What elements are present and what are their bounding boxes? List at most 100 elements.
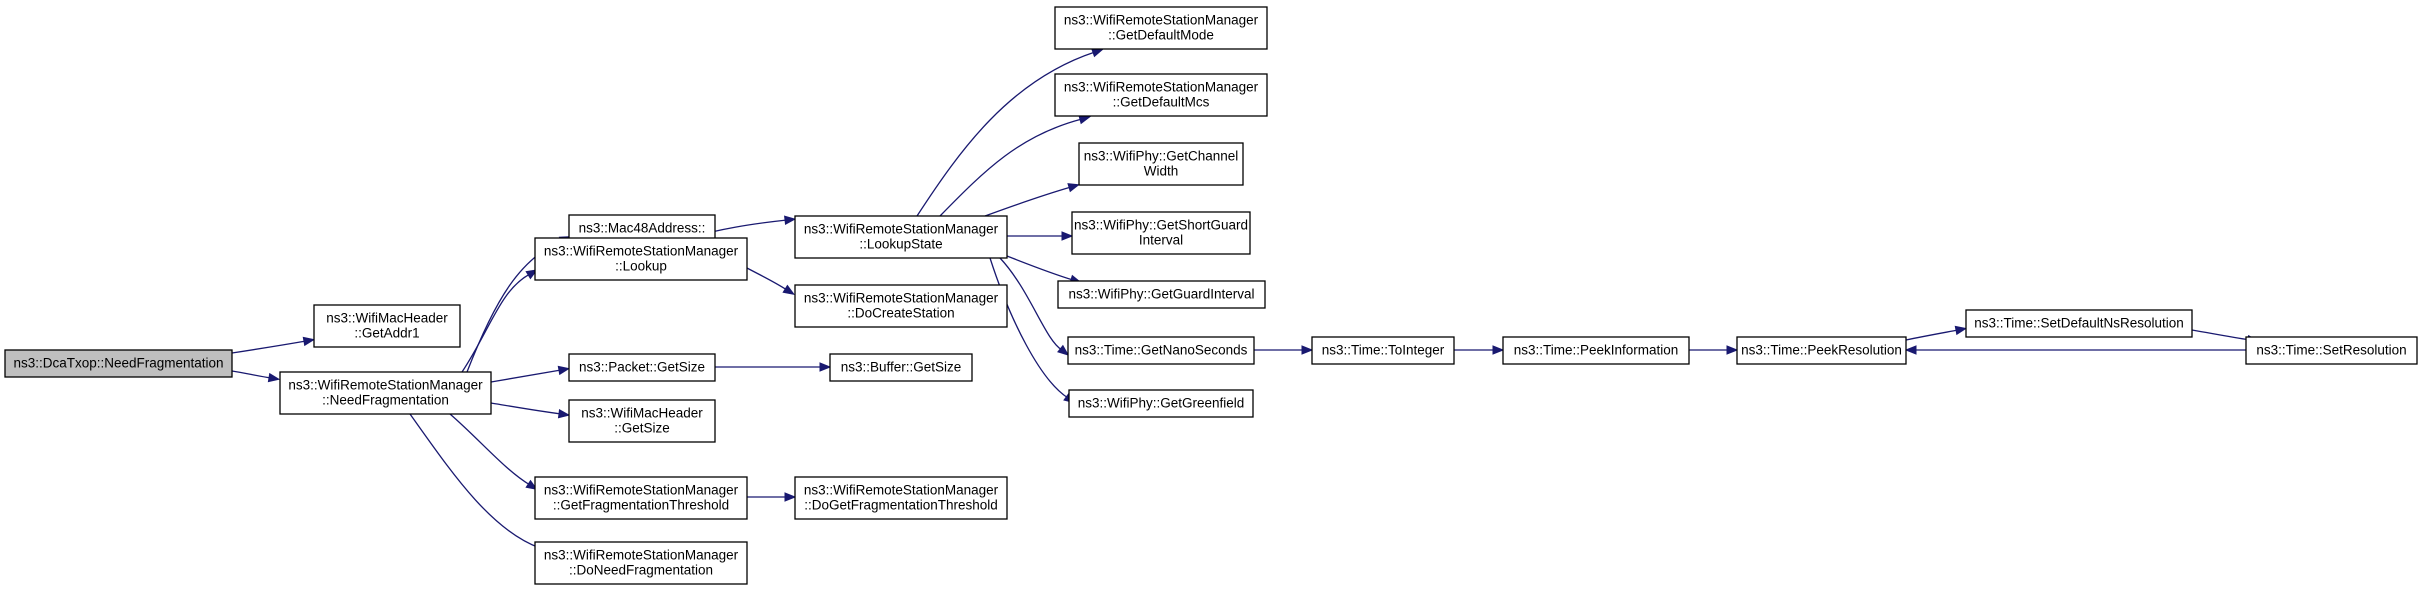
- arrowhead-icon: [1061, 231, 1074, 241]
- node-box: [1067, 336, 1255, 365]
- node-label-line: ns3::Time::PeekInformation: [1514, 343, 1679, 358]
- node-time-setdefaultnsresolution[interactable]: ns3::Time::SetDefaultNsResolution: [1965, 309, 2193, 338]
- node-wifiremotestationmanager-lookup[interactable]: ns3::WifiRemoteStationManager::Lookup: [534, 237, 748, 281]
- node-box: [313, 304, 461, 348]
- node-label-line: ns3::WifiRemoteStationManager: [804, 483, 999, 498]
- node-wifiremotestationmanager-doneedfragmentation[interactable]: ns3::WifiRemoteStationManager::DoNeedFra…: [534, 541, 748, 585]
- node-label-line: ns3::WifiPhy::GetGuardInterval: [1068, 287, 1254, 302]
- edge-wrsm_lookup-to-wrsm_docreatestation: [746, 267, 795, 295]
- node-label-line: ns3::WifiRemoteStationManager: [288, 378, 483, 393]
- node-wifimacheader-getaddr1[interactable]: ns3::WifiMacHeader::GetAddr1: [313, 304, 461, 348]
- node-time-tointeger[interactable]: ns3::Time::ToInteger: [1311, 336, 1455, 365]
- edge-wrsm_needfrag-to-packet_getsize: [490, 365, 571, 383]
- edge-line: [916, 51, 1096, 217]
- node-dcatxop-needfragmentation[interactable]: ns3::DcaTxop::NeedFragmentation: [4, 349, 233, 378]
- arrowhead-icon: [1954, 325, 1968, 336]
- node-label-line: ::GetDefaultMode: [1108, 28, 1214, 43]
- edge-dcatxop_needfrag-to-wmh_getaddr1: [231, 336, 316, 354]
- node-label-line: ::GetAddr1: [354, 326, 419, 341]
- node-label-line: ns3::WifiRemoteStationManager: [1064, 80, 1259, 95]
- node-box: [794, 476, 1008, 520]
- arrowhead-icon: [1301, 345, 1314, 355]
- node-box: [1965, 309, 2193, 338]
- node-label-line: ::Lookup: [615, 259, 667, 274]
- node-label-line: ns3::WifiRemoteStationManager: [804, 291, 999, 306]
- node-wifiremotestationmanager-lookupstate[interactable]: ns3::WifiRemoteStationManager::LookupSta…: [794, 215, 1008, 259]
- edge-wrsm_lookupstate-to-wifiphy_getshortguard: [1007, 231, 1074, 241]
- edge-time_tointeger-to-time_peekinformation: [1454, 345, 1505, 355]
- node-label-line: Interval: [1139, 233, 1183, 248]
- node-label-line: ::LookupState: [859, 237, 942, 252]
- node-label-line: ::GetSize: [614, 421, 670, 436]
- node-label-line: ns3::WifiMacHeader: [581, 406, 703, 421]
- edge-wrsm_lookupstate-to-wifiphy_getchannelwidth: [984, 183, 1080, 217]
- node-buffer-getsize[interactable]: ns3::Buffer::GetSize: [829, 353, 973, 382]
- edge-line: [746, 267, 788, 291]
- node-label-line: ::DoNeedFragmentation: [569, 563, 713, 578]
- node-wifiremotestationmanager-getdefaultmode[interactable]: ns3::WifiRemoteStationManager::GetDefaul…: [1054, 6, 1268, 50]
- arrowhead-icon: [557, 408, 571, 419]
- arrowhead-icon: [525, 479, 538, 491]
- node-label-line: ns3::WifiRemoteStationManager: [544, 483, 739, 498]
- node-box: [568, 353, 716, 382]
- node-wifiremotestationmanager-docreatestation[interactable]: ns3::WifiRemoteStationManager::DoCreateS…: [794, 284, 1008, 328]
- edge-line: [984, 186, 1072, 217]
- node-box: [534, 237, 748, 281]
- arrowhead-icon: [1492, 345, 1505, 355]
- edge-wrsm_lookupstate-to-wrsm_getdefaultmcs: [939, 115, 1092, 217]
- edge-time_peekinformation-to-time_peekresolution: [1689, 345, 1739, 355]
- node-box: [2245, 336, 2418, 365]
- node-box: [1057, 280, 1266, 309]
- node-label-line: ns3::Packet::GetSize: [579, 360, 705, 375]
- node-label-line: ns3::WifiPhy::GetShortGuard: [1074, 218, 1248, 233]
- node-wifiremotestationmanager-getdefaultmcs[interactable]: ns3::WifiRemoteStationManager::GetDefaul…: [1054, 73, 1268, 117]
- node-label-line: ns3::WifiPhy::GetChannel: [1084, 149, 1239, 164]
- node-box: [794, 215, 1008, 259]
- edge-wrsm_getfragthresh-to-wrsm_dogetfragthresh: [747, 492, 797, 502]
- node-box: [534, 476, 748, 520]
- edge-line: [490, 369, 562, 383]
- edge-line: [989, 257, 1069, 399]
- edge-line: [231, 370, 272, 379]
- arrowhead-icon: [1904, 345, 1917, 355]
- edge-wrsm_lookupstate-to-wifiphy_getguardinterval: [1006, 255, 1082, 284]
- arrowhead-icon: [1057, 344, 1070, 356]
- edge-dcatxop_needfrag-to-wrsm_needfrag: [231, 370, 281, 383]
- arrowhead-icon: [1078, 115, 1092, 125]
- node-label-line: ns3::WifiRemoteStationManager: [544, 244, 739, 259]
- node-time-peekresolution[interactable]: ns3::Time::PeekResolution: [1736, 336, 1907, 365]
- node-label-line: ns3::Time::GetNanoSeconds: [1075, 343, 1248, 358]
- node-label-line: ::DoGetFragmentationThreshold: [804, 498, 998, 513]
- node-label-line: ::NeedFragmentation: [322, 393, 449, 408]
- node-label-line: ns3::WifiPhy::GetGreenfield: [1078, 396, 1245, 411]
- node-packet-getsize[interactable]: ns3::Packet::GetSize: [568, 353, 716, 382]
- node-time-setresolution[interactable]: ns3::Time::SetResolution: [2245, 336, 2418, 365]
- node-time-peekinformation[interactable]: ns3::Time::PeekInformation: [1502, 336, 1690, 365]
- node-box: [534, 541, 748, 585]
- node-label-line: ns3::Buffer::GetSize: [841, 360, 962, 375]
- node-box: [1071, 211, 1251, 255]
- arrowhead-icon: [557, 365, 571, 376]
- edge-line: [999, 257, 1063, 351]
- node-wifiremotestationmanager-getfragmentationthreshold[interactable]: ns3::WifiRemoteStationManager::GetFragme…: [534, 476, 748, 520]
- edge-time_setresolution-to-time_peekresolution: [1904, 345, 2246, 355]
- node-label-line: ns3::WifiRemoteStationManager: [804, 222, 999, 237]
- arrowhead-icon: [784, 215, 797, 225]
- node-label-line: ns3::WifiMacHeader: [326, 311, 448, 326]
- node-wifimacheader-getsize[interactable]: ns3::WifiMacHeader::GetSize: [568, 399, 716, 443]
- node-box: [1078, 142, 1244, 186]
- node-wifiphy-getguardinterval[interactable]: ns3::WifiPhy::GetGuardInterval: [1057, 280, 1266, 309]
- node-time-getnanoseconds[interactable]: ns3::Time::GetNanoSeconds: [1067, 336, 1255, 365]
- call-graph-nodes: ns3::DcaTxop::NeedFragmentationns3::Wifi…: [4, 6, 2418, 585]
- node-label-line: ns3::Time::ToInteger: [1322, 343, 1445, 358]
- edge-line: [461, 273, 531, 373]
- node-wifiremotestationmanager-dogetfragmentationthreshold[interactable]: ns3::WifiRemoteStationManager::DoGetFrag…: [794, 476, 1008, 520]
- node-wifiphy-getgreenfield[interactable]: ns3::WifiPhy::GetGreenfield: [1068, 389, 1254, 418]
- arrowhead-icon: [1067, 183, 1080, 193]
- node-label-line: ::GetDefaultMcs: [1113, 95, 1210, 110]
- node-box: [1311, 336, 1455, 365]
- node-wifiremotestationmanager-needfragmentation[interactable]: ns3::WifiRemoteStationManager::NeedFragm…: [279, 371, 492, 415]
- node-label-line: ns3::Mac48Address::: [579, 221, 706, 236]
